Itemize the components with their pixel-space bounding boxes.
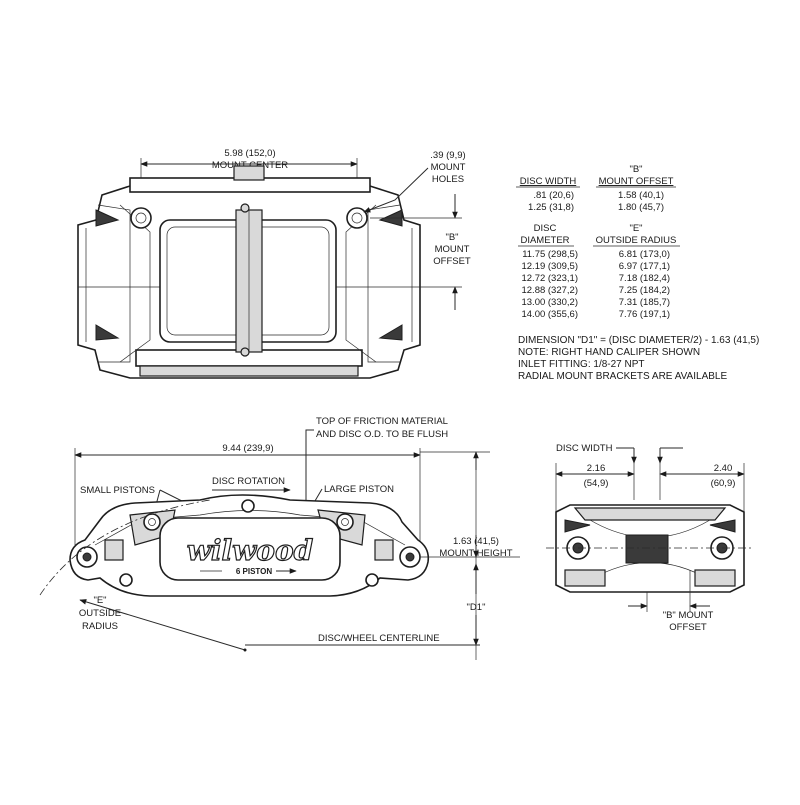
mount-height-label: MOUNT HEIGHT [439,548,512,559]
right-width-value: 2.40 [714,463,733,474]
table-e-header-disc: DISC [534,223,557,234]
top-friction-label-1: TOP OF FRICTION MATERIAL [316,416,448,427]
table-e-header-outside-radius: OUTSIDE RADIUS [596,235,677,246]
table-e-diameter-cell: 13.00 (330,2) [521,297,578,308]
e-radius-label: RADIUS [82,621,118,632]
mount-holes-label-1: MOUNT [431,162,466,173]
top-friction-label-2: AND DISC O.D. TO BE FLUSH [316,429,448,440]
side-view: TOP OF FRICTION MATERIAL AND DISC O.D. T… [39,416,520,660]
table-e-radius-cell: 7.25 (184,2) [619,285,670,296]
table-e-radius-cell: 7.18 (182,4) [619,273,670,284]
b-offset-label-3: OFFSET [433,256,471,267]
table-e-header-e: "E" [629,223,642,234]
table-b-mount-offset-cell: 1.80 (45,7) [618,202,664,213]
table-b-rows: .81 (20,6) 1.58 (40,1) 1.25 (31,8) 1.80 (45… [528,190,664,213]
top-view: 5.98 (152,0) MOUNT CENTER .39 (9,9) MOUN… [77,148,471,379]
note-right-hand: NOTE: RIGHT HAND CALIPER SHOWN [518,347,700,358]
small-pistons-label: SMALL PISTONS [80,485,155,496]
note-dimension-d1: DIMENSION "D1" = (DISC DIAMETER/2) - 1.6… [518,335,759,346]
e-label: "E" [93,595,106,606]
spec-tables: "B" DISC WIDTH MOUNT OFFSET .81 (20,6)1.… [516,164,759,382]
large-piston-label: LARGE PISTON [324,484,394,495]
e-outside-label: OUTSIDE [79,608,121,619]
b-mount-offset-label-2: OFFSET [669,622,707,633]
right-width-metric: (60,9) [711,478,736,489]
overall-length-value: 9.44 (239,9) [222,443,273,454]
table-e-diameter-cell: 11.75 (298,5) [522,249,578,260]
left-width-value: 2.16 [587,463,606,474]
end-view: DISC WIDTH 2.16 (54,9) 2.40 (60,9) [546,443,754,633]
b-offset-label-2: MOUNT [435,244,470,255]
table-e-radius-cell: 6.81 (173,0) [619,249,670,260]
table-e-rows: 11.75 (298,5) 6.81 (173,0) 12.19 (309,5) 6.… [521,249,670,320]
left-width-metric: (54,9) [584,478,609,489]
table-e-diameter-cell: 12.72 (323,1) [521,273,578,284]
mount-holes-label-2: HOLES [432,174,464,185]
table-b-disc-width-cell: .81 (20,6) [533,190,574,201]
note-inlet-fitting: INLET FITTING: 1/8-27 NPT [518,359,645,370]
wilwood-logo: wilwood [187,534,313,567]
table-e-radius-cell: 7.31 (185,7) [619,297,670,308]
table-b-mount-offset-cell: 1.58 (40,1) [618,190,664,201]
note-radial-mount: RADIAL MOUNT BRACKETS ARE AVAILABLE [518,371,727,382]
b-mount-offset-label-1: "B" MOUNT [663,610,714,621]
centerline-label: DISC/WHEEL CENTERLINE [318,633,440,644]
table-b-header-disc-width: DISC WIDTH [520,176,577,187]
table-e-radius-cell: 7.76 (197,1) [619,309,670,320]
mount-height-value: 1.63 (41,5) [453,536,499,547]
b-offset-label-1: "B" [445,232,458,243]
table-e-radius-cell: 6.97 (177,1) [619,261,670,272]
table-e-diameter-cell: 14.00 (355,6) [521,309,578,320]
disc-width-label: DISC WIDTH [556,443,613,454]
table-e-diameter-cell: 12.88 (327,2) [521,285,578,296]
mount-center-value: 5.98 (152,0) [224,148,275,159]
table-b-title: "B" [629,164,642,175]
d1-label: "D1" [467,602,486,613]
table-b-header-mount-offset: MOUNT OFFSET [599,176,674,187]
mount-holes-value: .39 (9,9) [430,150,465,161]
logo-subtitle: 6 PISTON [236,567,273,576]
table-b-disc-width-cell: 1.25 (31,8) [528,202,574,213]
disc-rotation-label: DISC ROTATION [212,476,285,487]
table-e-diameter-cell: 12.19 (309,5) [521,261,578,272]
table-e-header-diameter: DIAMETER [520,235,569,246]
